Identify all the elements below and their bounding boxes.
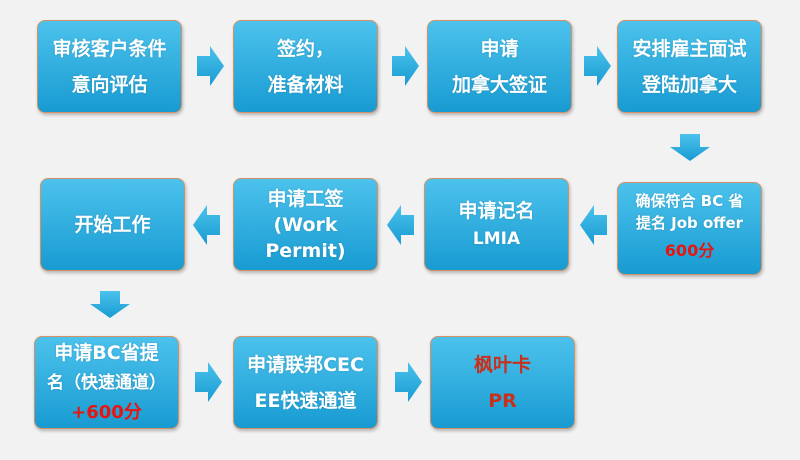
step-text: 准备材料	[267, 73, 344, 96]
arrow-right-icon	[195, 362, 222, 402]
step-text: EE快速通道	[254, 389, 357, 412]
step-text: 审核客户条件	[52, 37, 167, 60]
step-text: 签约，	[276, 37, 334, 60]
points-label: 600分	[664, 240, 715, 260]
step-text: 登陆加拿大	[641, 73, 737, 96]
step-text: 枫叶卡	[473, 353, 531, 376]
step-work-permit: 申请工签 (Work Permit)	[233, 178, 378, 271]
step-text: (Work	[273, 213, 338, 236]
step-text: 确保符合 BC 省	[635, 191, 744, 210]
step-text: 意向评估	[71, 73, 148, 96]
step-text: PR	[488, 389, 517, 412]
arrow-down-icon	[670, 134, 710, 161]
step-interview-landing: 安排雇主面试 登陆加拿大	[617, 20, 762, 113]
arrow-right-icon	[584, 46, 611, 86]
arrow-down-icon	[90, 291, 130, 318]
step-text: LMIA	[472, 228, 521, 249]
step-text: 申请BC省提	[54, 341, 159, 364]
step-apply-visa: 申请 加拿大签证	[427, 20, 572, 113]
step-text: 名（快速通道）	[47, 372, 166, 393]
step-text: 申请记名	[458, 199, 535, 222]
step-review-conditions: 审核客户条件 意向评估	[37, 20, 182, 113]
step-text: 申请工签	[267, 187, 344, 210]
step-text: 提名 Job offer	[635, 213, 744, 232]
step-text: 开始工作	[74, 213, 151, 236]
arrow-left-icon	[193, 205, 220, 245]
step-federal-cec: 申请联邦CEC EE快速通道	[233, 336, 378, 429]
arrow-left-icon	[387, 205, 414, 245]
step-text: 安排雇主面试	[632, 37, 747, 60]
step-lmia: 申请记名 LMIA	[424, 178, 569, 271]
step-pr-card: 枫叶卡 PR	[430, 336, 575, 429]
step-sign-contract: 签约， 准备材料	[233, 20, 378, 113]
step-text: Permit)	[265, 239, 346, 262]
step-text: 加拿大签证	[451, 73, 547, 96]
step-text: 申请	[480, 37, 519, 60]
arrow-left-icon	[580, 205, 607, 245]
arrow-right-icon	[395, 362, 422, 402]
step-text: 申请联邦CEC	[247, 353, 364, 376]
points-label: +600分	[71, 401, 142, 423]
arrow-right-icon	[392, 46, 419, 86]
step-bc-nomination: 申请BC省提 名（快速通道） +600分	[34, 336, 179, 429]
arrow-right-icon	[197, 46, 224, 86]
step-start-work: 开始工作	[40, 178, 185, 271]
step-job-offer: 确保符合 BC 省 提名 Job offer 600分	[617, 182, 762, 275]
